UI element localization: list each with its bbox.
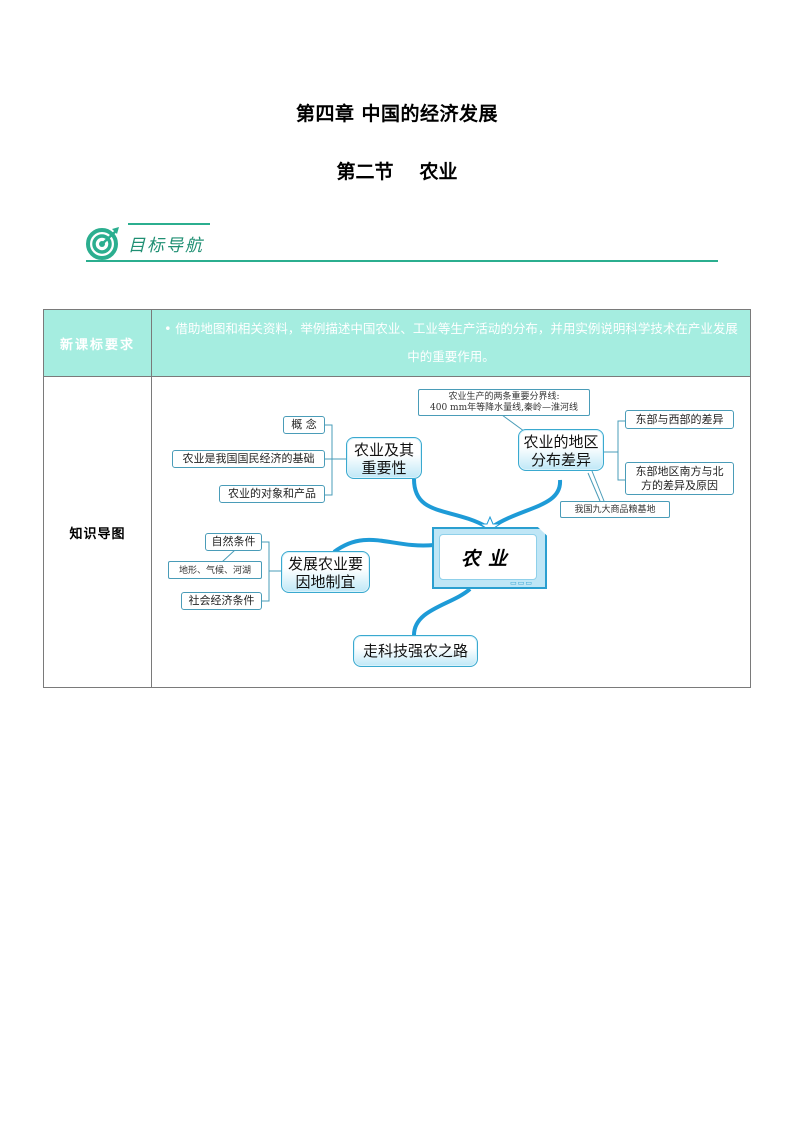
center-dots: ▭▭▭	[510, 579, 533, 587]
leaf-north-south: 东部地区南方与北 方的差异及原因	[625, 462, 734, 495]
mind-map-cell: 农业及其 重要性 概 念 农业是我国国民经济的基础 农业的对象和产品 农业生产的…	[151, 376, 751, 688]
branch-title-line: 发展农业要	[287, 555, 363, 573]
chapter-title: 第四章 中国的经济发展	[295, 103, 499, 125]
mind-map: 农业及其 重要性 概 念 农业是我国国民经济的基础 农业的对象和产品 农业生产的…	[152, 377, 751, 687]
note-line: 农业生产的两条重要分界线:	[448, 392, 560, 402]
target-arrow-icon	[86, 227, 119, 260]
center-label: 农业	[439, 534, 537, 580]
leaf-objects-products: 农业的对象和产品	[219, 485, 325, 503]
course-table: 新课标要求 • 借助地图和相关资料，举例描述中国农业、工业等生产活动的分布，并用…	[43, 309, 751, 688]
banner-label: 目标导航	[128, 236, 204, 256]
branch-local-conditions: 发展农业要 因地制宜	[281, 551, 370, 593]
center-node: 农业 ▭▭▭	[432, 527, 547, 589]
requirement-content: • 借助地图和相关资料，举例描述中国农业、工业等生产活动的分布，并用实例说明科学…	[151, 309, 751, 377]
requirement-row: 新课标要求 • 借助地图和相关资料，举例描述中国农业、工业等生产活动的分布，并用…	[43, 309, 751, 377]
banner-top-line	[128, 223, 210, 225]
banner-bottom-line	[86, 260, 718, 262]
section-title: 第二节 农业	[0, 157, 794, 184]
branch-title-line: 分布差异	[530, 451, 591, 469]
branch-importance: 农业及其 重要性	[346, 437, 422, 479]
leaf-socioeconomic-conditions: 社会经济条件	[181, 592, 262, 610]
mind-map-row: 知识导图	[43, 376, 751, 688]
branch-title-line: 因地制宜	[295, 573, 356, 591]
leaf-natural-conditions: 自然条件	[205, 533, 262, 551]
leaf-east-west: 东部与西部的差异	[625, 410, 734, 429]
leaf-line: 方的差异及原因	[641, 479, 718, 492]
branch-title-line: 重要性	[361, 459, 407, 477]
leaf-concept: 概 念	[283, 416, 325, 434]
mind-map-label: 知识导图	[43, 376, 152, 688]
note-grain-bases: 我国九大商品粮基地	[560, 501, 670, 518]
section-name: 农业	[419, 161, 458, 183]
leaf-economic-base: 农业是我国国民经济的基础	[172, 450, 325, 468]
leaf-line: 东部地区南方与北	[635, 465, 724, 478]
mind-map-links	[221, 414, 625, 636]
branch-regional-differences: 农业的地区 分布差异	[518, 429, 604, 471]
branch-title-line: 农业及其	[353, 441, 414, 459]
branch-title-line: 农业的地区	[523, 433, 599, 451]
requirement-label: 新课标要求	[43, 309, 152, 377]
section-number: 第二节	[336, 161, 394, 183]
goal-navigation-banner: 目标导航	[86, 223, 718, 263]
note-terrain-climate-rivers: 地形、气候、河湖	[168, 561, 262, 579]
branch-tech-agriculture: 走科技强农之路	[353, 635, 478, 667]
note-dividing-lines: 农业生产的两条重要分界线: 400 mm年等降水量线,秦岭—淮河线	[418, 389, 590, 416]
note-line: 400 mm年等降水量线,秦岭—淮河线	[430, 403, 578, 413]
